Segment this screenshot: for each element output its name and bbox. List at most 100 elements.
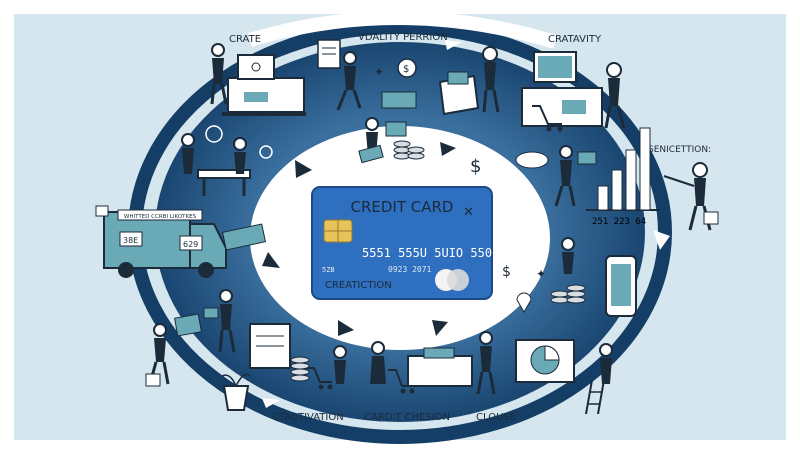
label-bottom-center: CARD'T CHESION: [364, 412, 450, 423]
counter-scene: [407, 331, 496, 395]
truck-plate-left: 38E: [123, 236, 138, 245]
coin-stack: [407, 152, 425, 160]
checkout-scene: [521, 51, 626, 132]
shoppers-scene: [306, 341, 415, 394]
pie-slice: [544, 345, 560, 361]
laptop-logo: [251, 62, 261, 72]
person-head: [333, 345, 347, 359]
person-head: [233, 137, 247, 151]
card-icon: [358, 144, 384, 164]
cart-wheel: [557, 126, 563, 132]
arrow-icon-inner-2: [440, 142, 456, 156]
truck-wheel: [118, 262, 134, 278]
truck-sign-text: WHITTED CCRBI LIKOTKES: [124, 214, 197, 220]
ladder: [597, 379, 605, 415]
person-body: [562, 252, 574, 274]
arrow-icon-right: [653, 230, 670, 250]
truck-sign: [117, 209, 203, 221]
arrow-icon-inner-1: [295, 160, 312, 178]
cart-icon: [532, 105, 562, 125]
bar-chart-scene: 251 223 64: [586, 127, 719, 231]
card-reader-scene: [515, 145, 597, 207]
label-top-center: VDALITY PERRION: [358, 32, 448, 43]
card-small-text: 5ZB: [322, 266, 335, 274]
label-right-top: SENICETTION:: [648, 145, 711, 155]
card-number: 5551 555U 5UIO 5501: [362, 246, 499, 260]
person-legs: [336, 89, 362, 111]
arrow-icon-bottom: [262, 398, 280, 408]
person-head: [365, 117, 379, 131]
coin-stack: [566, 296, 586, 304]
coins-scene: [358, 117, 425, 164]
dollar-icon: $: [403, 64, 409, 75]
monitor-screen: [538, 56, 572, 78]
person-legs: [218, 329, 236, 353]
cart-icon: [306, 367, 332, 383]
coin-stack: [290, 374, 310, 382]
coin-stack: [290, 356, 310, 364]
coin-stack: [290, 362, 310, 370]
box-scene: [438, 46, 500, 116]
coin-stack: [566, 284, 586, 292]
truck-plate: [119, 231, 143, 247]
chart-bar: [611, 169, 623, 211]
arrow-icon-top: [445, 40, 462, 50]
card-terminal-icon: [423, 347, 455, 359]
cart-icon: [388, 369, 414, 387]
person-body: [212, 58, 224, 84]
exchange-scene: [145, 289, 236, 387]
truck-plate: [179, 235, 203, 251]
plant-pot-icon: [222, 385, 250, 411]
truck-scene: WHITTED CCRBI LIKOTKES 38E 629: [95, 205, 267, 278]
arrow-icon-inner-5: [432, 320, 448, 336]
person-body: [608, 78, 620, 106]
sparkle-icon: ✦: [536, 267, 546, 281]
person-head: [479, 331, 493, 345]
counter: [407, 355, 473, 387]
credit-card: CREDIT CARD ✕ 5551 555U 5UIO 5501 5ZB 09…: [311, 186, 499, 300]
briefcase-icon: [145, 373, 161, 387]
screen-coins-scene: [249, 323, 310, 382]
person-head: [561, 237, 575, 251]
label-top-left: CRATE: [229, 34, 261, 45]
person-body: [182, 148, 194, 174]
person-body: [334, 360, 346, 384]
counter-panel: [562, 100, 586, 114]
person-body: [560, 160, 572, 186]
dollar-icon: $: [470, 156, 481, 177]
coin-stack: [393, 140, 411, 148]
person-head: [559, 145, 573, 159]
person-head: [371, 341, 385, 355]
person-body: [484, 62, 496, 90]
top-arc-highlight: [247, 11, 558, 49]
card-label: CREATICTION: [325, 280, 392, 291]
person-head: [599, 343, 613, 357]
chart-bar: [639, 127, 651, 211]
monitor-pie-scene: [515, 339, 613, 415]
plant-pot-scene: [221, 373, 251, 411]
truck-wheel: [198, 262, 214, 278]
ladder: [585, 379, 593, 415]
person-legs: [554, 185, 576, 207]
phone-scene: [516, 237, 637, 317]
arrow-icon-inner-3: [262, 252, 280, 268]
person-body: [694, 178, 706, 206]
cart-wheel: [327, 384, 333, 390]
card-reader-icon: [515, 151, 549, 169]
person-head: [153, 323, 167, 337]
label-bottom-left: CTACTIVATION: [272, 412, 344, 423]
person-body: [220, 304, 232, 330]
chart-tick-labels: 251 223 64: [592, 217, 646, 227]
coin-stack: [407, 146, 425, 154]
cart-wheel: [318, 384, 324, 390]
person-legs: [476, 371, 496, 395]
truck-body: [103, 211, 191, 269]
person-head: [606, 62, 622, 78]
person-head: [692, 162, 708, 178]
close-icon: ✕: [463, 205, 474, 220]
dollar-icon: $: [502, 264, 511, 280]
meeting-scene: [181, 125, 273, 196]
sun-icon: [259, 145, 273, 159]
label-bottom-right: CLOUSE: [476, 412, 516, 423]
